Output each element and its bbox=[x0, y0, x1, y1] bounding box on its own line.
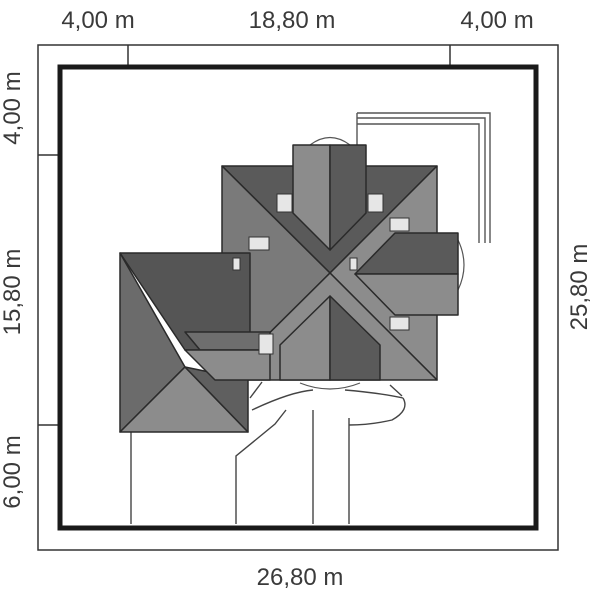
skylight bbox=[389, 217, 410, 232]
skylights bbox=[232, 193, 410, 355]
bay-window-bottom bbox=[299, 382, 361, 390]
roof-right-gable-bottom bbox=[354, 273, 459, 316]
skylight bbox=[248, 236, 270, 251]
roof bbox=[119, 144, 459, 433]
plot-boundary bbox=[57, 64, 539, 531]
roof-connector-bottom bbox=[184, 349, 271, 381]
dimension-left-top: 4,00 m bbox=[0, 71, 26, 144]
bay-window-top bbox=[309, 136, 351, 146]
skylight bbox=[258, 333, 274, 355]
skylight bbox=[367, 193, 384, 213]
dimension-top-right: 4,00 m bbox=[460, 7, 533, 34]
dimension-left-bottom: 6,00 m bbox=[0, 435, 26, 508]
bay-window-right bbox=[457, 239, 465, 291]
roof-top-gable-right bbox=[329, 144, 367, 251]
skylight bbox=[276, 193, 293, 213]
dimension-bottom: 26,80 m bbox=[257, 564, 344, 591]
skylight bbox=[389, 316, 410, 331]
skylight bbox=[349, 257, 358, 271]
dimension-top-middle: 18,80 m bbox=[249, 7, 336, 34]
terrace bbox=[356, 112, 491, 243]
roof-connector-top bbox=[184, 331, 271, 351]
roof-bottom-gable-right bbox=[329, 295, 381, 381]
dimension-top-left: 4,00 m bbox=[61, 7, 134, 34]
dimension-right: 25,80 m bbox=[566, 244, 593, 331]
driveway bbox=[130, 381, 406, 524]
skylight bbox=[232, 257, 241, 271]
dimension-left-middle: 15,80 m bbox=[0, 249, 26, 336]
